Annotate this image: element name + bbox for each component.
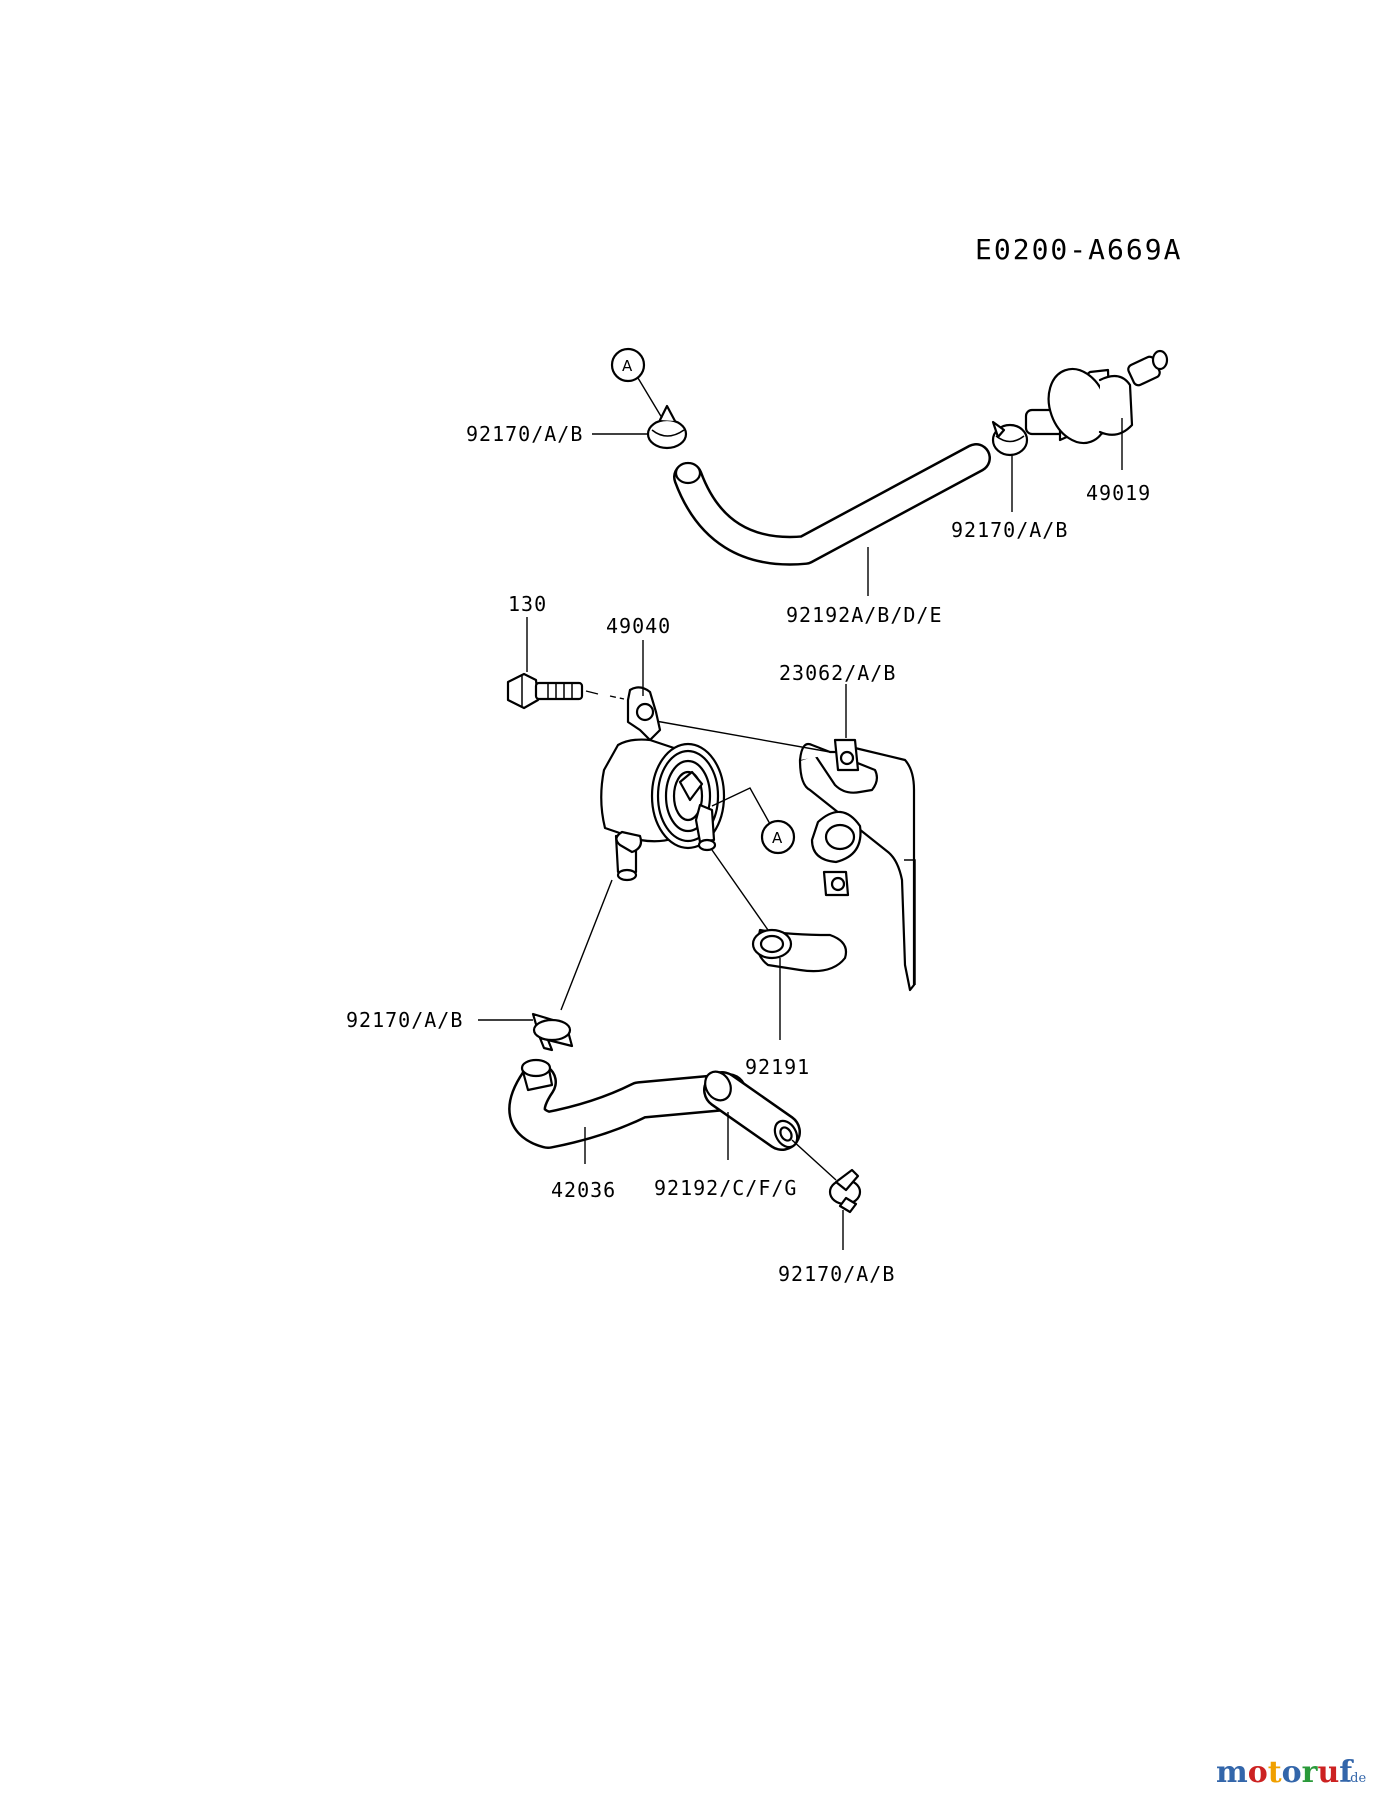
mounting-bracket: [798, 738, 916, 992]
watermark-letter: o: [1282, 1755, 1302, 1790]
label-pipe: 42036: [551, 1178, 616, 1202]
fuel-pump: [600, 686, 726, 882]
bolt: [506, 672, 584, 710]
fuel-hose-upper: [673, 443, 991, 566]
fuel-hose-lower: [703, 1070, 801, 1151]
watermark-letter: t: [1268, 1755, 1282, 1790]
watermark-letter: o: [1248, 1755, 1268, 1790]
watermark-suffix: .de: [1346, 1771, 1366, 1786]
label-clamp-top-left: 92170/A/B: [466, 422, 583, 446]
hose-clamp-middle: [531, 1012, 574, 1052]
watermark-letter: r: [1302, 1755, 1319, 1790]
svg-text:A: A: [622, 357, 633, 375]
label-clamp-bottom: 92170/A/B: [778, 1262, 895, 1286]
label-bolt: 130: [508, 592, 547, 616]
fuel-filter: [1024, 349, 1169, 445]
label-hose-top: 92192A/B/D/E: [786, 603, 943, 627]
label-clamp-middle: 92170/A/B: [346, 1008, 463, 1032]
rubber-cap: [751, 928, 848, 973]
watermark-letter: u: [1317, 1755, 1339, 1790]
label-fuel-filter: 49019: [1086, 481, 1151, 505]
hose-clamp-bottom: [828, 1168, 862, 1214]
label-fuel-pump: 49040: [606, 614, 671, 638]
label-cap: 92191: [745, 1055, 810, 1079]
diagram-code: E0200-A669A: [975, 233, 1182, 266]
watermark-letter: m: [1216, 1755, 1248, 1790]
callout-a-top: A: [610, 347, 646, 383]
svg-text:A: A: [772, 829, 783, 847]
fuel-pipe: [508, 1058, 747, 1149]
label-bracket: 23062/A/B: [779, 661, 896, 685]
hose-clamp-top-left: [646, 404, 688, 450]
hose-clamp-top-right: [991, 420, 1029, 457]
watermark-letter: f: [1339, 1755, 1354, 1790]
label-hose-bottom: 92192/C/F/G: [654, 1176, 797, 1200]
callout-a-pump: A: [760, 819, 796, 855]
label-clamp-top-right: 92170/A/B: [951, 518, 1068, 542]
svg-text:motoruf: motoruf: [1216, 1755, 1354, 1790]
watermark-logo: motoruf .de: [1216, 1755, 1366, 1790]
